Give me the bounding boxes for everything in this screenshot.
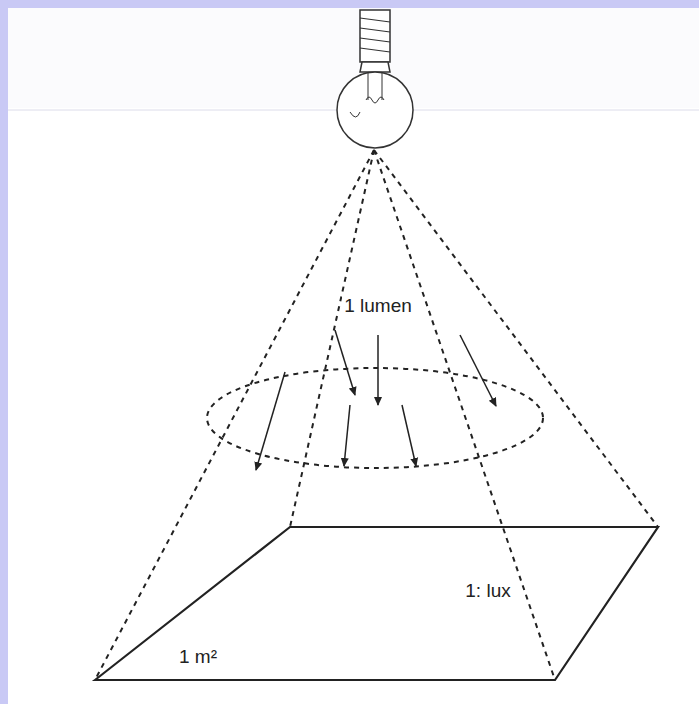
light-bulb (337, 10, 413, 148)
one-square-metre-surface (95, 527, 658, 680)
area-label: 1 m² (177, 647, 219, 668)
light-cone (95, 150, 658, 680)
illuminance-label: 1: lux (463, 581, 512, 602)
flux-arrows (256, 330, 496, 470)
flux-label: 1 lumen (342, 296, 414, 317)
